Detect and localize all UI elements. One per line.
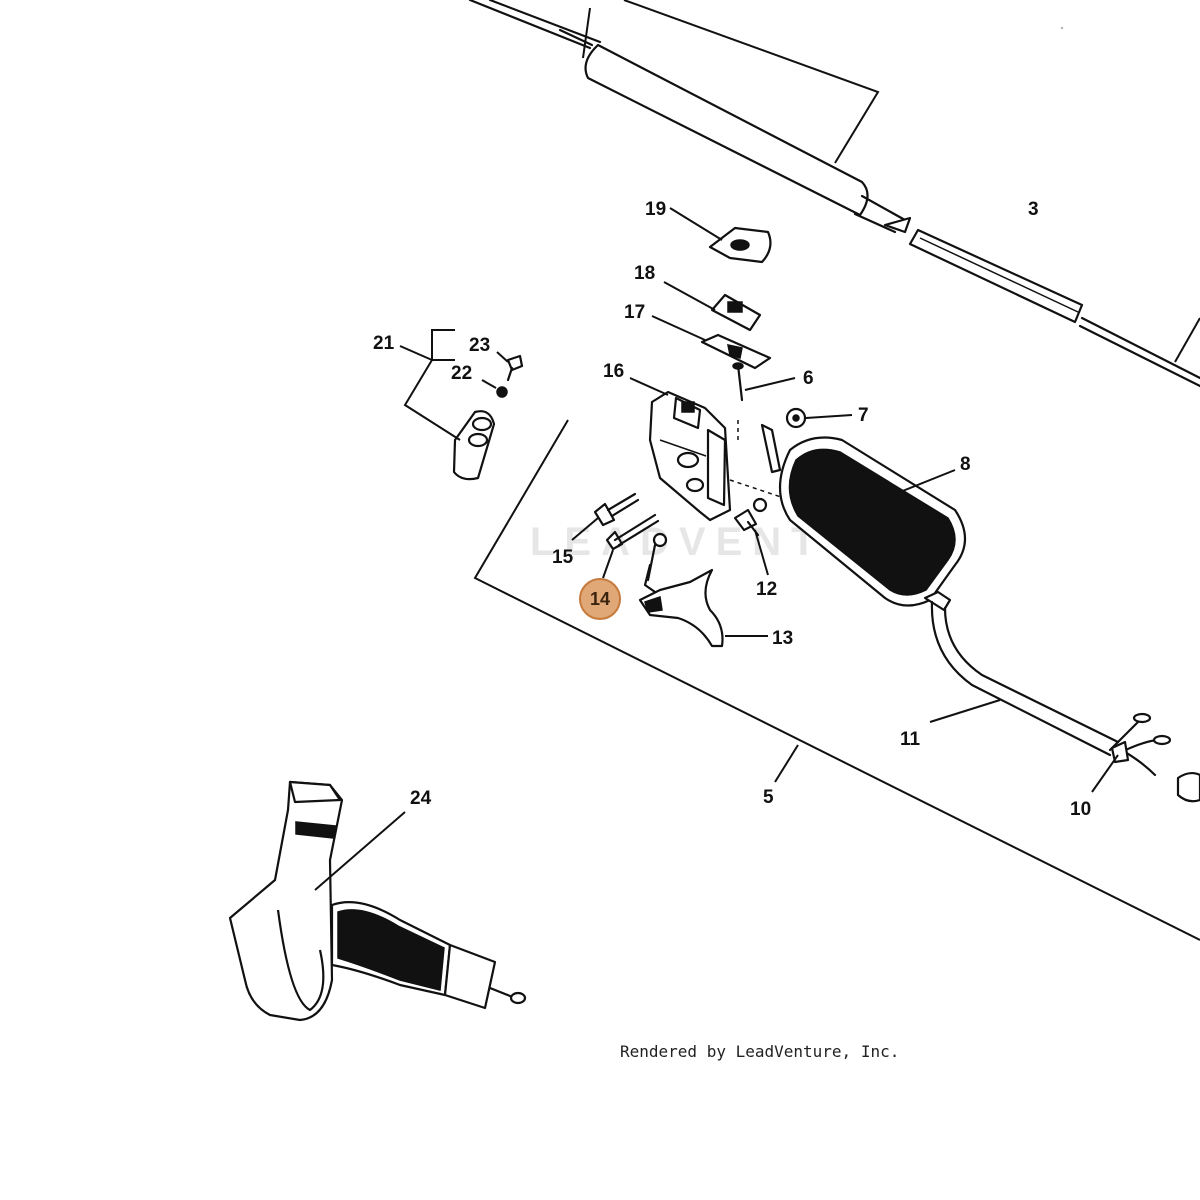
part-8-grip[interactable] [779, 436, 967, 607]
part-21-handle-cap[interactable] [399, 329, 496, 481]
callout-14[interactable]: 14 [590, 589, 610, 609]
lock-lever[interactable] [752, 423, 782, 513]
callout-7[interactable]: 7 [858, 405, 869, 426]
part-6-screw[interactable] [732, 362, 796, 402]
callout-18[interactable]: 18 [634, 263, 655, 284]
part-14-screw[interactable] [602, 513, 660, 579]
part-22-screw[interactable] [481, 379, 508, 398]
callout-16[interactable]: 16 [603, 361, 624, 382]
callout-23[interactable]: 23 [469, 335, 490, 356]
part-13-trigger[interactable] [638, 532, 768, 648]
part-7-nut[interactable] [785, 407, 853, 429]
part-12-screw[interactable] [733, 508, 769, 576]
selected-part-highlight [579, 578, 621, 620]
part-23-screw[interactable] [496, 351, 524, 382]
part-10-connector[interactable] [1091, 740, 1200, 803]
part-19-cap[interactable] [669, 207, 772, 264]
callout-14-selected[interactable]: 14 [579, 578, 621, 620]
assembly-bracket-5 [473, 419, 1200, 941]
callout-3[interactable]: 3 [1028, 199, 1039, 220]
part-15-bolt[interactable] [571, 492, 640, 541]
callout-13[interactable]: 13 [772, 628, 793, 649]
callout-22[interactable]: 22 [451, 363, 472, 384]
part-16-switch-housing[interactable] [629, 377, 791, 522]
callout-5[interactable]: 5 [763, 787, 774, 808]
render-credit: Rendered by LeadVenture, Inc. [620, 1042, 900, 1061]
part-24-harness-strap[interactable] [228, 780, 527, 1022]
callout-21[interactable]: 21 [373, 333, 395, 354]
callout-17[interactable]: 17 [624, 302, 645, 323]
callout-24[interactable]: 24 [410, 788, 432, 809]
drive-shaft-assembly[interactable] [468, 0, 1200, 388]
callout-15[interactable]: 15 [552, 547, 574, 568]
callout-11[interactable]: 11 [900, 729, 921, 750]
part-17-plate[interactable] [651, 315, 772, 370]
callout-12[interactable]: 12 [756, 579, 777, 600]
callout-8[interactable]: 8 [960, 454, 971, 475]
stray-dot [1061, 27, 1063, 29]
part-11-cable[interactable] [923, 590, 1172, 777]
part-18-bracket[interactable] [663, 281, 762, 332]
callout-19[interactable]: 19 [645, 199, 666, 220]
callout-6[interactable]: 6 [803, 368, 814, 389]
callout-10[interactable]: 10 [1070, 799, 1091, 820]
